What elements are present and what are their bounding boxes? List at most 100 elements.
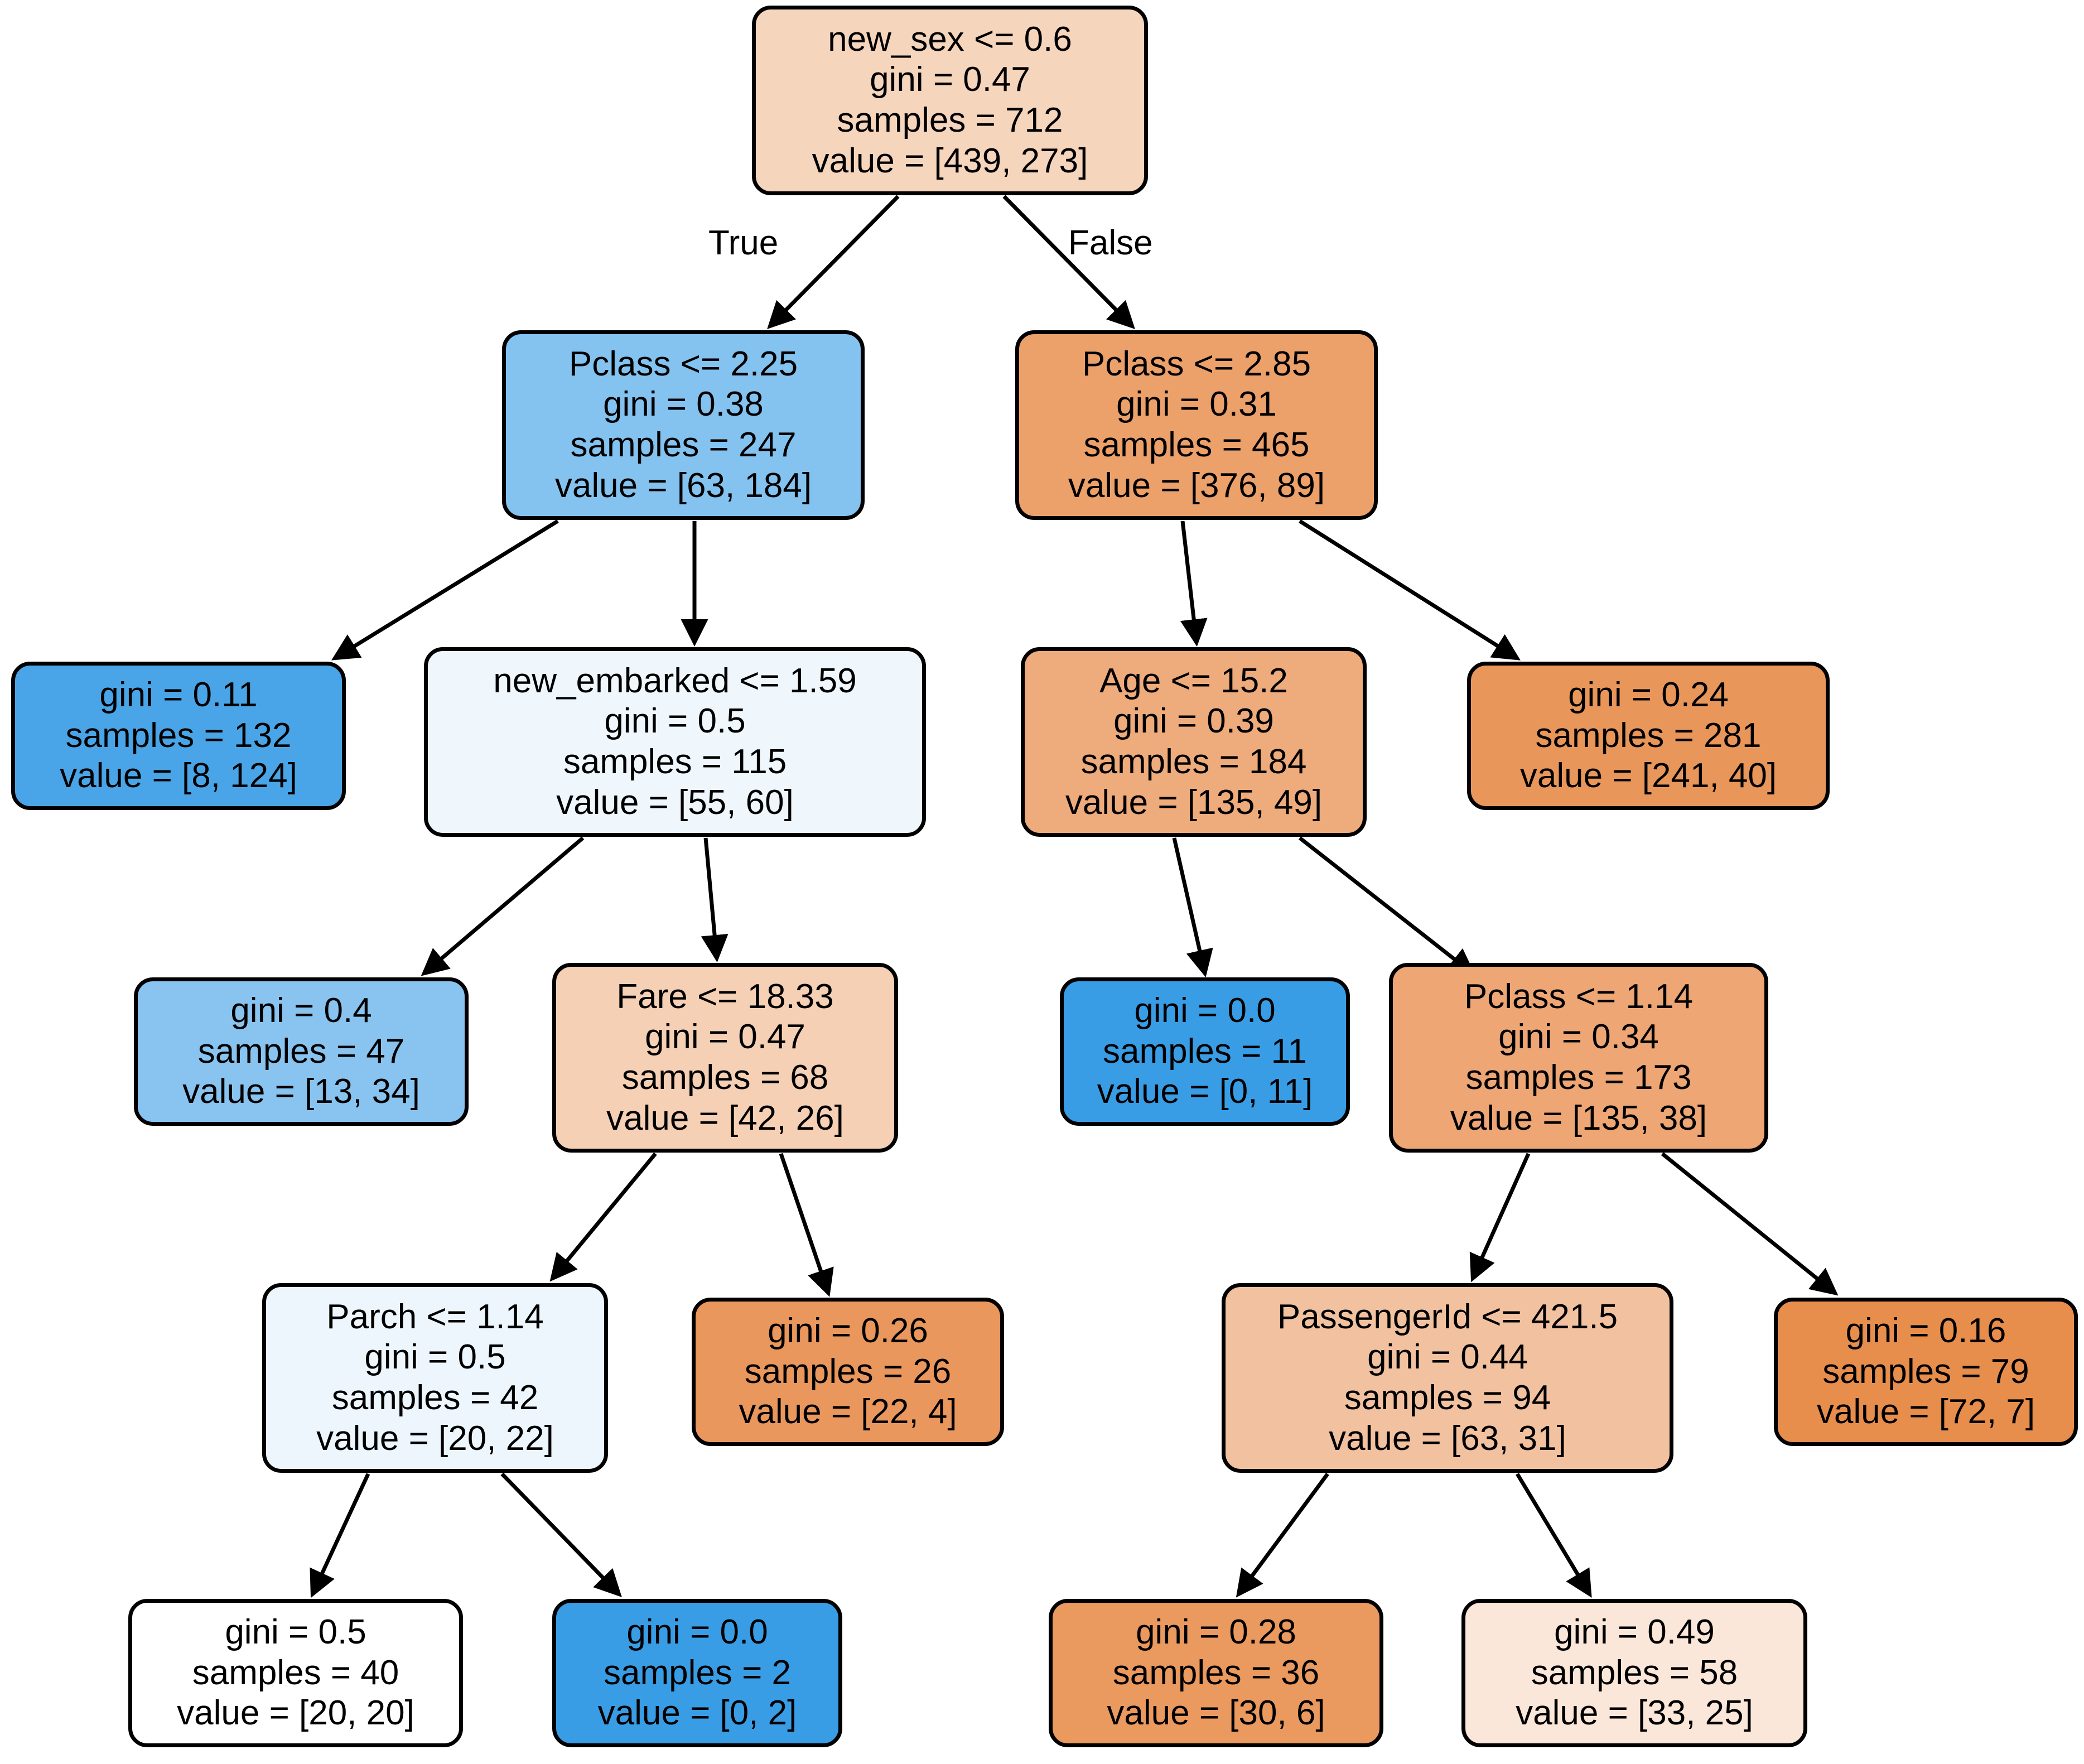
node-samples: samples = 26 (744, 1352, 952, 1391)
node-gini: gini = 0.0 (626, 1613, 768, 1652)
tree-edge (1661, 1152, 1839, 1296)
node-samples: samples = 47 (197, 1032, 405, 1071)
node-gini: gini = 0.0 (1134, 991, 1276, 1030)
node-value: value = [22, 4] (739, 1392, 957, 1432)
tree-edge (331, 519, 559, 661)
node-gini: gini = 0.47 (645, 1018, 805, 1057)
node-gini: gini = 0.5 (225, 1613, 366, 1652)
node-gini: gini = 0.44 (1367, 1338, 1528, 1377)
node-condition: Pclass <= 1.14 (1464, 977, 1694, 1016)
node-samples: samples = 40 (192, 1653, 399, 1692)
node-value: value = [63, 184] (554, 466, 812, 505)
node-value: value = [72, 7] (1816, 1392, 2035, 1432)
edge-label-false: False (1068, 224, 1153, 262)
node-value: value = [30, 6] (1107, 1694, 1325, 1733)
node-condition: PassengerId <= 421.5 (1277, 1297, 1618, 1336)
node-samples: samples = 184 (1080, 743, 1307, 781)
node-gini: gini = 0.26 (768, 1312, 928, 1351)
node-gini: gini = 0.4 (230, 991, 372, 1030)
node-gini: gini = 0.49 (1554, 1613, 1715, 1652)
tree-edge (421, 836, 585, 976)
node-samples: samples = 2 (603, 1653, 791, 1692)
node-value: value = [63, 31] (1329, 1419, 1566, 1458)
node-condition: new_embarked <= 1.59 (493, 661, 857, 700)
node-value: value = [135, 49] (1065, 783, 1323, 822)
node-samples: samples = 36 (1112, 1653, 1320, 1692)
tree-edge (310, 1473, 370, 1598)
node-samples: samples = 173 (1465, 1058, 1692, 1097)
tree-edge (1298, 836, 1476, 976)
node-value: value = [55, 60] (556, 783, 794, 822)
node-gini: gini = 0.11 (99, 676, 258, 715)
node-gini: gini = 0.34 (1498, 1018, 1659, 1057)
node-value: value = [376, 89] (1068, 466, 1325, 505)
tree-edge (1172, 837, 1213, 977)
node-value: value = [33, 25] (1516, 1694, 1753, 1733)
node-value: value = [439, 273] (812, 141, 1088, 180)
node-condition: Pclass <= 2.25 (568, 344, 798, 383)
tree-edge (549, 1152, 657, 1282)
node-samples: samples = 132 (65, 716, 292, 755)
node-samples: samples = 247 (570, 426, 797, 464)
node-value: value = [20, 20] (177, 1694, 414, 1733)
tree-edge (1180, 520, 1208, 647)
node-value: value = [13, 34] (182, 1072, 420, 1111)
node-gini: gini = 0.31 (1116, 385, 1277, 424)
node-gini: gini = 0.16 (1845, 1312, 2006, 1351)
tree-edge (1299, 519, 1521, 661)
node-value: value = [241, 40] (1519, 756, 1777, 796)
node-gini: gini = 0.28 (1136, 1613, 1296, 1652)
node-value: value = [8, 124] (60, 756, 297, 796)
node-gini: gini = 0.38 (603, 385, 764, 424)
node-gini: gini = 0.47 (870, 60, 1030, 99)
node-value: value = [20, 22] (316, 1419, 554, 1458)
node-samples: samples = 79 (1822, 1352, 2029, 1391)
node-gini: gini = 0.5 (604, 702, 746, 741)
node-samples: samples = 58 (1531, 1653, 1738, 1692)
tree-edge (1236, 1472, 1329, 1598)
node-samples: samples = 115 (563, 743, 787, 781)
tree-edge (1516, 1473, 1592, 1598)
tree-edge (779, 1153, 834, 1297)
node-samples: samples = 42 (331, 1379, 539, 1417)
node-gini: gini = 0.24 (1568, 676, 1729, 715)
node-value: value = [0, 2] (597, 1694, 797, 1733)
tree-edge (1469, 1153, 1531, 1283)
node-samples: samples = 68 (621, 1058, 829, 1097)
node-value: value = [42, 26] (606, 1098, 844, 1138)
node-value: value = [135, 38] (1450, 1098, 1707, 1138)
node-samples: samples = 94 (1344, 1379, 1551, 1417)
node-gini: gini = 0.39 (1113, 702, 1274, 741)
node-condition: Age <= 15.2 (1099, 661, 1288, 700)
node-gini: gini = 0.5 (364, 1338, 506, 1377)
node-condition: new_sex <= 0.6 (828, 20, 1072, 59)
node-samples: samples = 465 (1083, 426, 1310, 464)
node-samples: samples = 11 (1103, 1032, 1307, 1071)
node-condition: Pclass <= 2.85 (1082, 344, 1311, 383)
node-value: value = [0, 11] (1097, 1072, 1313, 1111)
tree-edge (701, 837, 729, 962)
node-condition: Parch <= 1.14 (326, 1297, 544, 1336)
node-condition: Fare <= 18.33 (616, 977, 834, 1016)
node-samples: samples = 281 (1535, 716, 1762, 755)
